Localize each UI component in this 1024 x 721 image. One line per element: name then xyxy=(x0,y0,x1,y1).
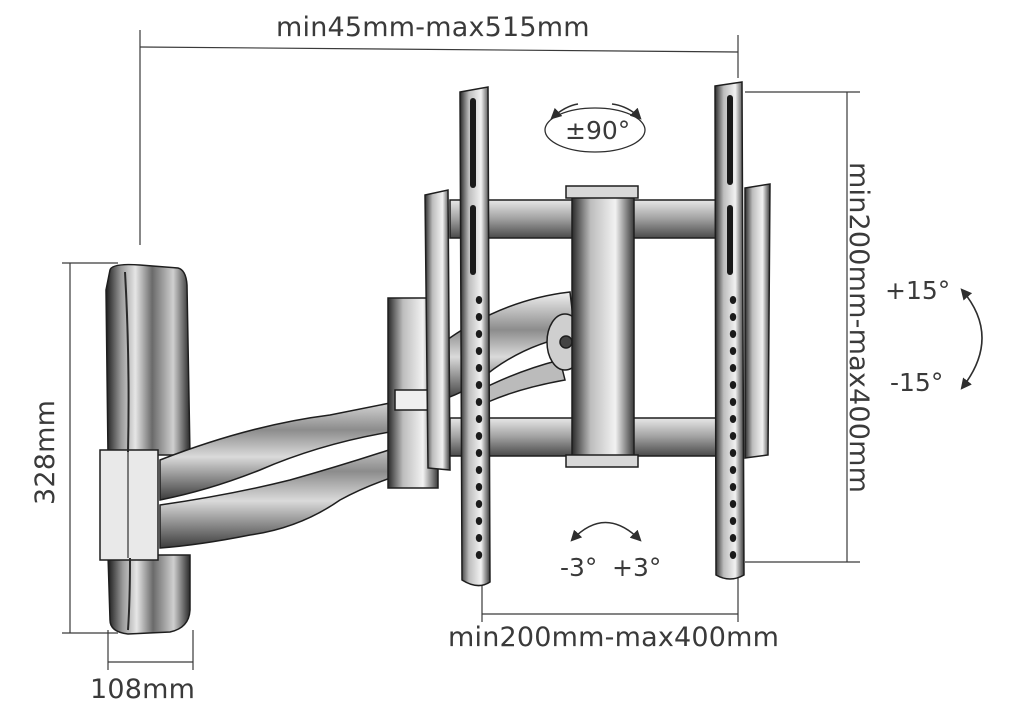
mounting-hole xyxy=(475,313,483,321)
wall-plate-upper xyxy=(105,263,191,456)
upper-arm xyxy=(159,391,446,501)
dim-top-line xyxy=(139,46,739,53)
mounting-hole xyxy=(729,347,737,355)
mounting-hole xyxy=(475,500,483,508)
mounting-hole xyxy=(729,364,737,372)
mounting-hole xyxy=(729,517,737,525)
mounting-hole xyxy=(729,466,737,474)
dim-right-height-label: min200mm-max400mm xyxy=(843,162,874,494)
tilt-arrow xyxy=(960,288,983,390)
mounting-hole xyxy=(729,381,737,389)
wall-plate xyxy=(99,263,191,635)
level-plus-label: +3° xyxy=(612,553,662,582)
dim-top-width-label: min45mm-max515mm xyxy=(276,12,590,43)
mounting-hole xyxy=(475,483,483,491)
mounting-hole xyxy=(475,330,483,338)
mounting-hole xyxy=(475,449,483,457)
mounting-hole xyxy=(729,415,737,423)
mounting-hole xyxy=(729,449,737,457)
mounting-hole xyxy=(729,313,737,321)
tilt-up-label: +15° xyxy=(885,276,951,305)
vesa-bracket xyxy=(424,81,771,587)
mounting-hole xyxy=(475,551,483,559)
rotation-arrow-left xyxy=(550,103,579,120)
dim-bottom-width-label: min200mm-max400mm xyxy=(448,622,780,653)
dim-plate-width-label: 108mm xyxy=(90,674,196,705)
mounting-hole xyxy=(475,466,483,474)
rotation-arrow-right xyxy=(611,103,642,120)
level-arrow xyxy=(570,521,642,542)
mounting-hole xyxy=(475,347,483,355)
left-vertical-rail xyxy=(459,86,491,587)
mounting-hole xyxy=(729,398,737,406)
tilt-down-label: -15° xyxy=(890,368,944,397)
center-carriage xyxy=(571,191,635,463)
mounting-hole xyxy=(475,296,483,304)
mounting-hole xyxy=(475,432,483,440)
wall-plate-core xyxy=(99,449,159,561)
mounting-hole xyxy=(475,534,483,542)
mounting-hole xyxy=(475,398,483,406)
mounting-hole xyxy=(729,296,737,304)
dim-left-height-label: 328mm xyxy=(30,399,61,505)
right-vertical-rail xyxy=(714,81,745,580)
mounting-hole xyxy=(475,381,483,389)
rail-holes xyxy=(470,95,737,559)
rotation-ellipse xyxy=(544,107,646,153)
mounting-hole xyxy=(729,483,737,491)
mounting-hole xyxy=(729,432,737,440)
level-minus-label: -3° xyxy=(560,553,598,582)
wall-plate-lower xyxy=(107,554,191,635)
left-side-bracket xyxy=(424,189,451,471)
mounting-hole xyxy=(475,517,483,525)
mounting-hole xyxy=(729,500,737,508)
mounting-hole xyxy=(475,415,483,423)
mounting-hole xyxy=(475,364,483,372)
mounting-hole xyxy=(729,330,737,338)
right-side-bracket xyxy=(744,183,771,459)
mounting-hole xyxy=(729,534,737,542)
rotation-label: ±90° xyxy=(565,116,631,145)
dimension-lines xyxy=(62,30,860,670)
mounting-hole xyxy=(729,551,737,559)
angle-arrows xyxy=(544,103,983,542)
